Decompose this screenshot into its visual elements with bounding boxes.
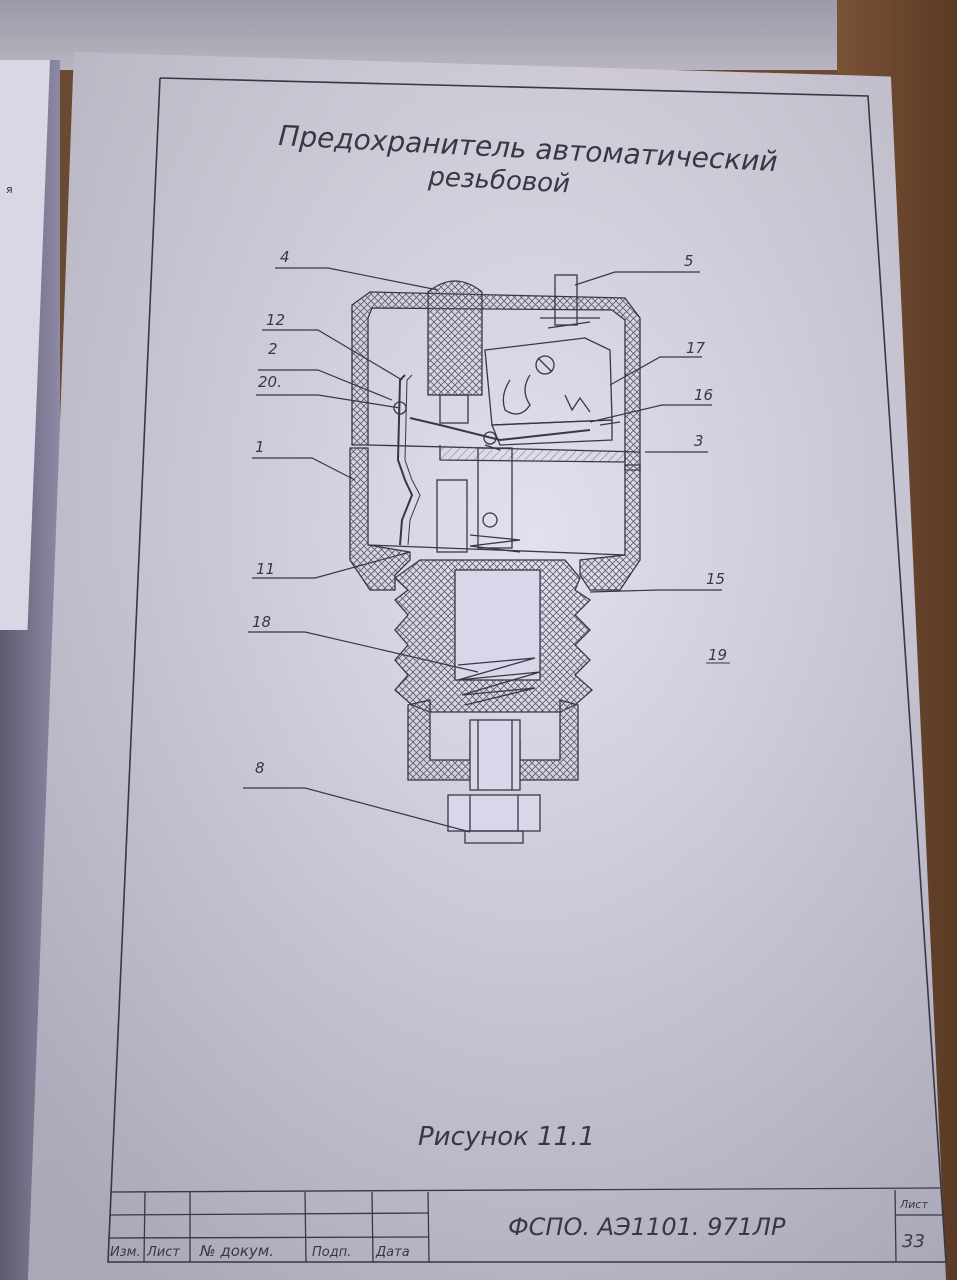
sheet-label: Лист <box>899 1198 928 1211</box>
callout-11: 11 <box>256 560 275 578</box>
col-list: Лист <box>146 1245 180 1260</box>
col-data: Дата <box>375 1245 410 1260</box>
callout-labels: 4 5 12 2 20. 17 16 1 3 11 15 18 19 8 <box>252 248 730 777</box>
title-block <box>107 1187 945 1263</box>
callout-2: 2 <box>268 340 278 358</box>
figure-caption: Рисунок 11.1 <box>418 1122 595 1152</box>
callout-5: 5 <box>684 252 694 270</box>
col-podp: Подп. <box>312 1245 351 1260</box>
callout-leaders <box>243 267 722 833</box>
callout-4: 4 <box>280 248 290 266</box>
col-docum: № докум. <box>199 1242 274 1260</box>
drawing-title-line2: резьбовой <box>427 162 571 199</box>
title-block-headers: Изм. Лист № докум. Подп. Дата <box>110 1242 410 1260</box>
left-page-fragment: я <box>6 183 13 196</box>
callout-16: 16 <box>694 386 713 404</box>
callout-20: 20. <box>258 373 282 391</box>
callout-8: 8 <box>255 759 265 777</box>
callout-12: 12 <box>266 311 285 329</box>
sheet-number: 33 <box>902 1231 925 1252</box>
callout-17: 17 <box>686 339 706 357</box>
fuse-cross-section <box>349 274 641 844</box>
col-izm: Изм. <box>110 1245 141 1260</box>
callout-15: 15 <box>706 570 725 588</box>
callout-1: 1 <box>255 438 265 456</box>
callout-3: 3 <box>694 432 704 450</box>
document-designation: ФСПО. АЭ1101. 971ЛР <box>508 1213 786 1241</box>
callout-18: 18 <box>252 613 271 631</box>
sheet-frame <box>107 77 947 1263</box>
callout-19: 19 <box>708 646 727 664</box>
